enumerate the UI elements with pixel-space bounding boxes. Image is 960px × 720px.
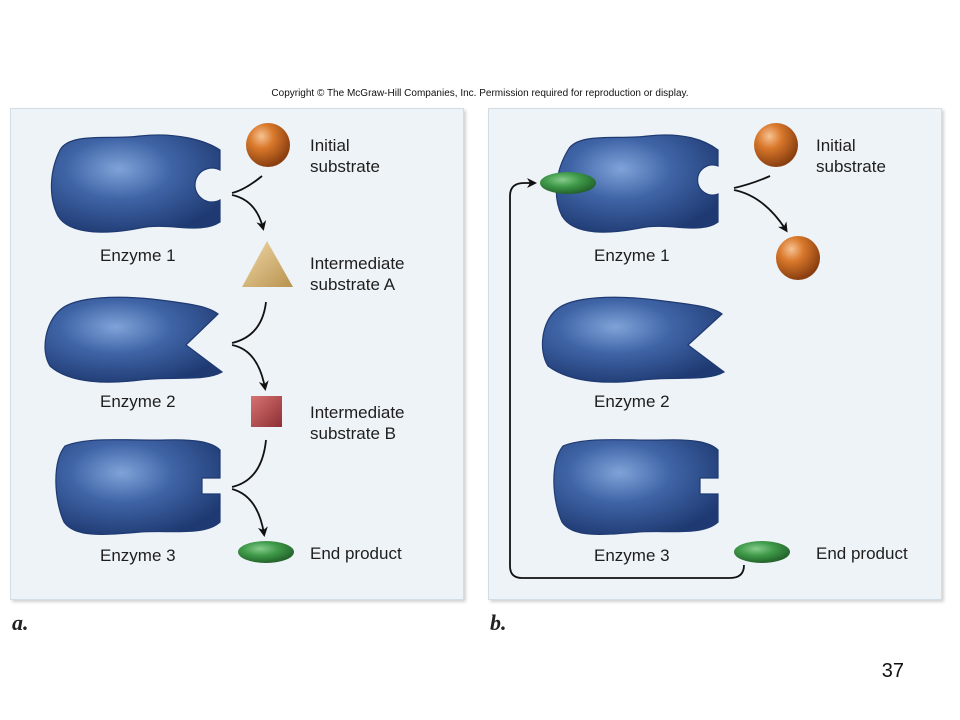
arrow-enzyme3-out bbox=[231, 488, 268, 537]
arrow-initial-to-a bbox=[231, 175, 263, 194]
enzyme-2-label-a: Enzyme 2 bbox=[100, 392, 176, 411]
enzyme-1-shape-b bbox=[555, 134, 719, 233]
initial-substrate-sphere bbox=[246, 123, 290, 167]
end-product-label-a: End product bbox=[310, 544, 402, 563]
intermediate-b-label-2: substrate B bbox=[310, 424, 396, 443]
initial-substrate-label-b-1: Initial bbox=[816, 136, 856, 155]
enzyme-2-shape-b bbox=[541, 296, 726, 383]
intermediate-b-label-1: Intermediate bbox=[310, 403, 405, 422]
end-product-ellipse bbox=[238, 541, 294, 563]
arrow-substrate-to-enzyme1-b bbox=[733, 175, 771, 189]
intermediate-substrate-b-square bbox=[251, 396, 282, 427]
enzyme-3-label-a: Enzyme 3 bbox=[100, 546, 176, 565]
page-number: 37 bbox=[881, 660, 904, 682]
enzyme-3-shape bbox=[55, 439, 221, 535]
panel-a-letter: a. bbox=[12, 610, 29, 635]
initial-substrate-label-b-2: substrate bbox=[816, 157, 886, 176]
initial-substrate-sphere-b bbox=[754, 123, 798, 167]
intermediate-a-label-2: substrate A bbox=[310, 275, 396, 294]
end-product-inhibitor-bound bbox=[540, 172, 596, 194]
enzyme-3-shape-b bbox=[553, 439, 719, 535]
unbound-substrate-sphere-b bbox=[776, 236, 820, 280]
enzyme-2-label-b: Enzyme 2 bbox=[594, 392, 670, 411]
arrow-a-to-enzyme2 bbox=[231, 301, 267, 344]
copyright-notice: Copyright © The McGraw-Hill Companies, I… bbox=[271, 88, 689, 99]
intermediate-substrate-a-triangle bbox=[242, 241, 293, 287]
arrow-rejected-substrate-b bbox=[733, 189, 788, 233]
initial-substrate-label-2: substrate bbox=[310, 157, 380, 176]
arrow-enzyme2-out bbox=[231, 344, 269, 391]
enzyme-1-shape bbox=[50, 134, 221, 233]
arrow-enzyme1-out bbox=[231, 194, 267, 231]
feedback-inhibition-arrow bbox=[509, 178, 745, 579]
end-product-label-b: End product bbox=[816, 544, 908, 563]
initial-substrate-label-1: Initial bbox=[310, 136, 350, 155]
intermediate-a-label-1: Intermediate bbox=[310, 254, 405, 273]
panel-b-letter: b. bbox=[490, 610, 507, 635]
enzyme-3-label-b: Enzyme 3 bbox=[594, 546, 670, 565]
enzyme-2-shape bbox=[44, 296, 224, 383]
enzyme-1-label-b: Enzyme 1 bbox=[594, 246, 670, 265]
end-product-ellipse-b bbox=[734, 541, 790, 563]
enzyme-1-label-a: Enzyme 1 bbox=[100, 246, 176, 265]
arrow-b-to-enzyme3 bbox=[231, 439, 267, 488]
